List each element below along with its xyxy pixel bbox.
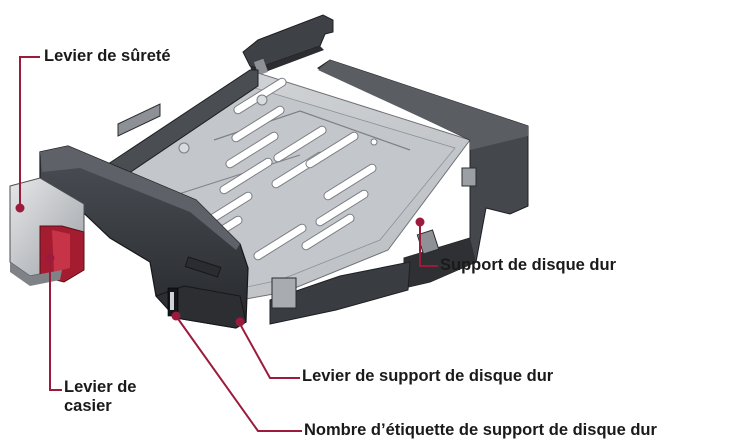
leader-hdd-support — [419, 222, 438, 267]
label-hdd-support-lever: Levier de support de disque dur — [302, 367, 554, 385]
leader-hdd-support-lever — [239, 323, 300, 379]
label-casier-lever-line1: Levier de — [64, 378, 137, 396]
label-hdd-label-number: Nombre d’étiquette de support de disque … — [304, 421, 657, 439]
leader-hdd-label-number — [175, 315, 302, 432]
label-safety-lever: Levier de sûreté — [44, 47, 171, 65]
back-rail — [242, 14, 334, 76]
label-hdd-support: Support de disque dur — [440, 256, 616, 274]
right-rail — [269, 59, 529, 325]
label-casier-lever: Levier de casier — [64, 378, 136, 416]
leader-safety-lever — [19, 56, 40, 208]
label-casier-lever-line2: casier — [64, 397, 112, 415]
latch-assembly — [9, 177, 85, 286]
callout-dots — [15, 203, 425, 327]
leader-casier-lever — [49, 258, 62, 391]
callout-leaders — [19, 56, 438, 432]
